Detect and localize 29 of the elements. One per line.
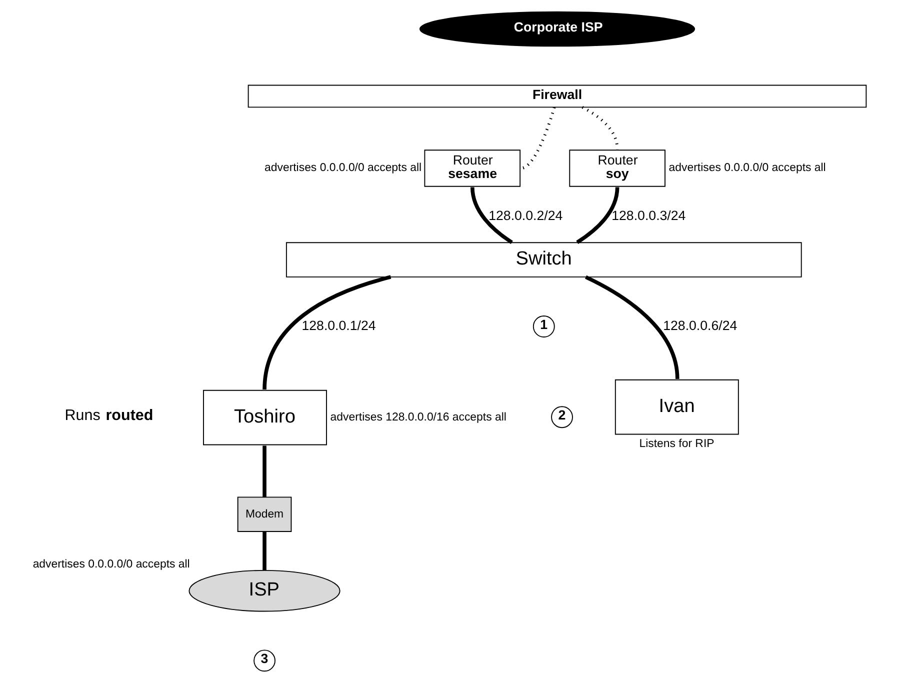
- node-ellipse: Corporate ISP: [419, 11, 696, 47]
- node-box: Modem: [237, 496, 292, 532]
- edge-label: 128.0.0.2/24: [488, 208, 563, 223]
- node-box: Switch: [286, 242, 802, 278]
- node-circle: 1: [532, 316, 555, 338]
- label: Runs routed: [64, 406, 154, 424]
- node-label: advertises 0.0.0.0/0 accepts all: [668, 162, 826, 174]
- node-label: Listens for RIP: [639, 438, 714, 450]
- node-box: Firewall: [248, 84, 867, 108]
- node-circle: 2: [551, 406, 573, 428]
- edge-label: 128.0.0.3/24: [612, 208, 686, 223]
- node-box: Ivan: [614, 379, 739, 435]
- node-box: Router sesame: [424, 150, 521, 187]
- connector: [262, 532, 266, 570]
- node-ellipse: ISP: [188, 570, 340, 612]
- connector: [576, 187, 620, 244]
- edge-label: 128.0.0.6/24: [663, 318, 738, 334]
- connector: [262, 275, 392, 390]
- connector: [262, 446, 266, 497]
- node-label: advertises 0.0.0.0/0 accepts all: [32, 558, 190, 570]
- node-label: advertises 0.0.0.0/0 accepts all: [264, 162, 422, 174]
- node-box: Toshiro: [203, 390, 327, 446]
- connector: [584, 275, 680, 380]
- node-box: Router soy: [569, 150, 666, 187]
- node-circle: 3: [254, 650, 276, 672]
- edge-label: 128.0.0.1/24: [302, 318, 376, 334]
- connector: [470, 187, 513, 244]
- node-label: advertises 128.0.0.0/16 accepts all: [330, 412, 506, 424]
- connector: [520, 106, 556, 170]
